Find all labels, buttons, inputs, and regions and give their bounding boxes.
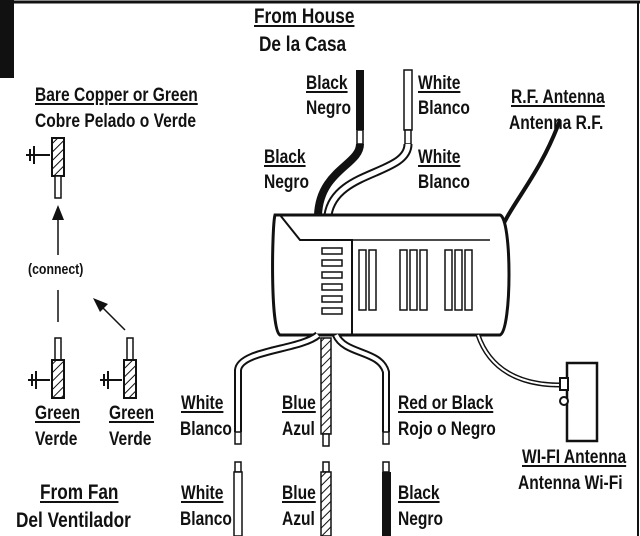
fan-ground-1-es: Verde xyxy=(35,429,78,450)
lead-black-en: Black xyxy=(264,147,306,168)
ground-connector-left xyxy=(28,337,65,399)
ground-connector-top xyxy=(26,137,65,199)
header-line2: De la Casa xyxy=(259,33,347,56)
lead-black-es: Negro xyxy=(264,172,310,193)
rf-antenna-en: R.F. Antenna xyxy=(511,87,605,108)
footer-line2: Del Ventilador xyxy=(16,509,131,532)
fan-black-es: Negro xyxy=(398,509,444,530)
receiver-red-lead xyxy=(332,332,390,445)
receiver-blue-lead xyxy=(320,337,332,447)
receiver-box xyxy=(271,213,511,337)
rf-antenna-wire xyxy=(498,119,562,233)
house-white-en: White xyxy=(418,73,461,94)
connect-arrow-up xyxy=(52,205,64,322)
lead-white-fan-es: Blanco xyxy=(180,419,232,440)
rf-antenna-es: Antenna R.F. xyxy=(509,113,604,134)
wifi-antenna-en: WI-FI Antenna xyxy=(522,447,627,468)
house-white-wire xyxy=(323,69,413,217)
fan-blue-wire xyxy=(320,461,332,536)
ground-label-es: Cobre Pelado o Verde xyxy=(35,111,197,132)
lead-white-en: White xyxy=(418,147,461,168)
fan-black-en: Black xyxy=(398,483,440,504)
fan-white-en: White xyxy=(181,483,224,504)
connect-label: (connect) xyxy=(28,261,84,278)
fan-blue-es: Azul xyxy=(282,509,315,530)
lead-red-es: Rojo o Negro xyxy=(398,419,496,440)
house-white-es: Blanco xyxy=(418,98,470,119)
corner-block xyxy=(0,0,14,78)
footer-line1: From Fan xyxy=(40,481,119,504)
house-black-es: Negro xyxy=(306,98,352,119)
house-black-wire xyxy=(314,70,364,216)
fan-white-es: Blanco xyxy=(180,509,232,530)
ground-label-en: Bare Copper or Green xyxy=(35,85,198,106)
fan-ground-2-es: Verde xyxy=(109,429,152,450)
fan-ground-1-en: Green xyxy=(35,403,81,424)
fan-ground-2-en: Green xyxy=(109,403,155,424)
fan-white-wire xyxy=(233,461,243,536)
fan-black-wire xyxy=(382,461,391,536)
wifi-antenna-es: Antenna Wi-Fi xyxy=(518,473,623,494)
lead-blue-en: Blue xyxy=(282,393,316,414)
lead-blue-es: Azul xyxy=(282,419,315,440)
fan-blue-en: Blue xyxy=(282,483,316,504)
connect-arrow-diag xyxy=(93,298,126,331)
lead-red-en: Red or Black xyxy=(398,393,494,414)
receiver-white-lead xyxy=(234,331,321,445)
wifi-antenna xyxy=(475,334,599,443)
house-black-en: Black xyxy=(306,73,348,94)
ground-connector-right xyxy=(100,337,137,399)
lead-white-fan-en: White xyxy=(181,393,224,414)
header-line1: From House xyxy=(254,5,355,28)
lead-white-es: Blanco xyxy=(418,172,470,193)
